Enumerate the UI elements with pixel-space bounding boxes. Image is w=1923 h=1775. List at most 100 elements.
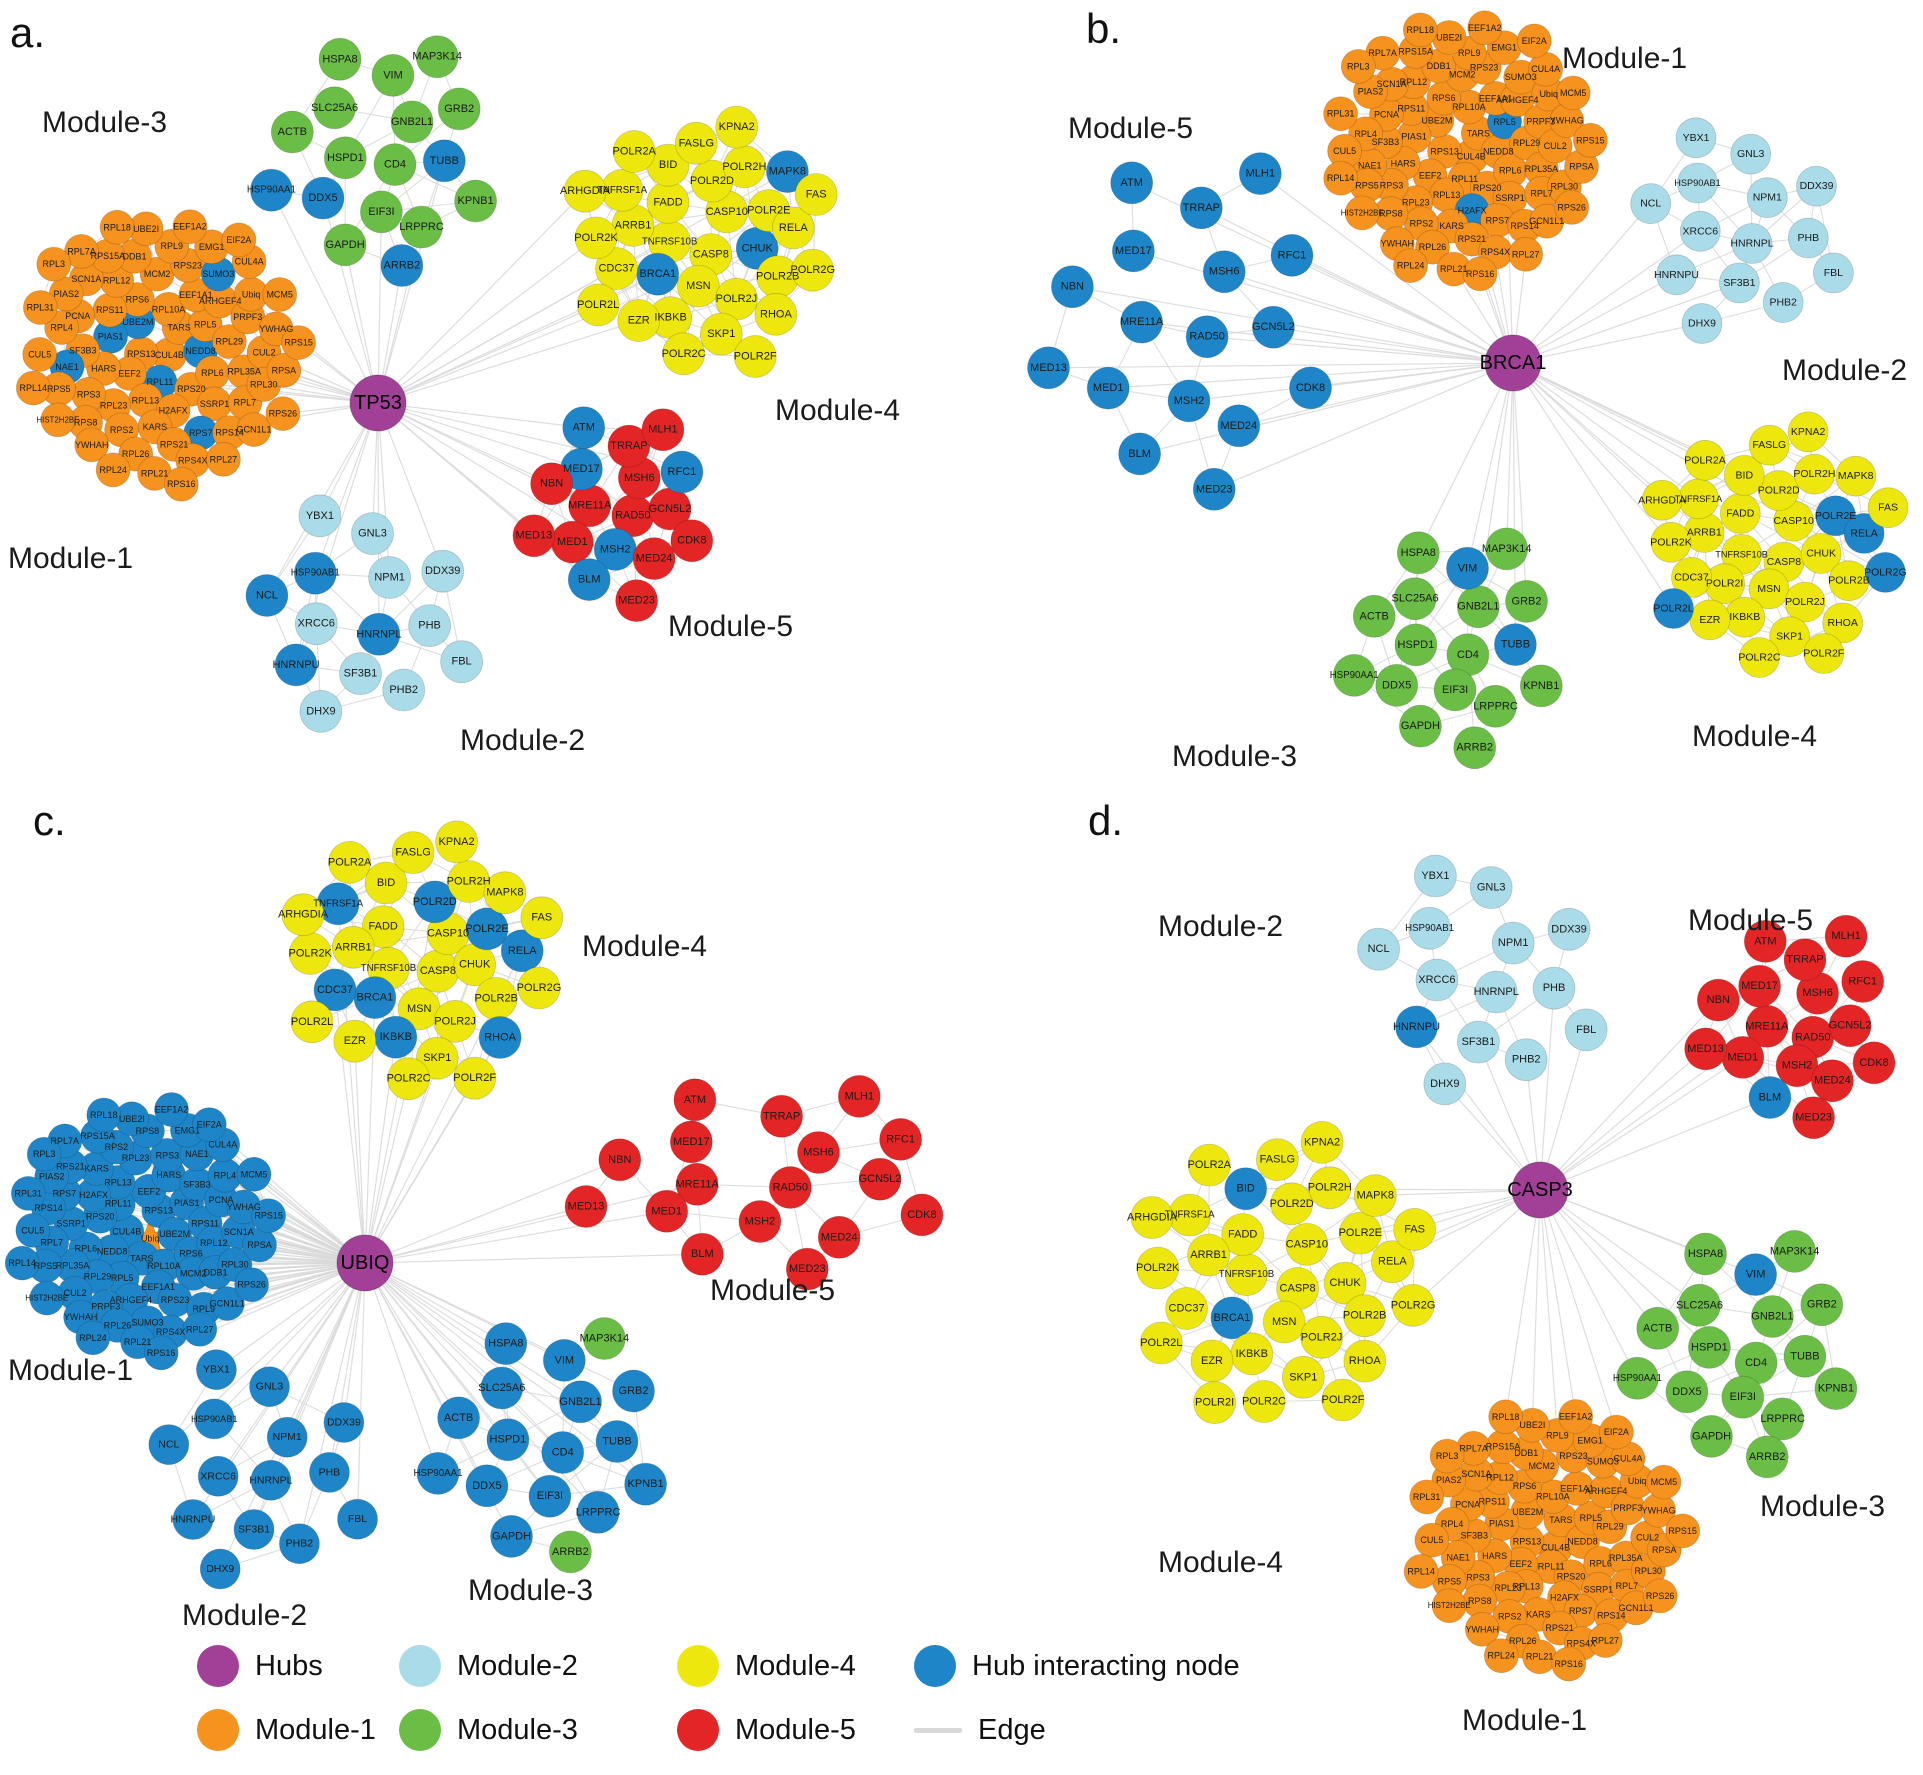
node-POLR2F[interactable] — [1803, 633, 1845, 674]
node-RHOA[interactable] — [1822, 602, 1864, 644]
node-FBL[interactable] — [440, 640, 484, 684]
node-FAS[interactable] — [1867, 487, 1909, 529]
node-POLR2J[interactable] — [433, 1000, 477, 1043]
node-POLR2H[interactable] — [1308, 1166, 1352, 1210]
node-HSPA8[interactable] — [318, 37, 362, 81]
node-MED13[interactable] — [564, 1185, 608, 1228]
node-GNL3[interactable] — [351, 512, 394, 555]
node-MED23[interactable] — [615, 579, 658, 622]
node-ACTB[interactable] — [437, 1396, 481, 1440]
node-POLR2C[interactable] — [1242, 1380, 1286, 1423]
node-SF3B1[interactable] — [1457, 1020, 1500, 1064]
node-SLC25A6[interactable] — [480, 1366, 524, 1410]
node-RELA[interactable] — [500, 929, 544, 973]
node-HIST2H2BE[interactable] — [1344, 195, 1380, 231]
node-HNRNPL[interactable] — [1474, 970, 1518, 1014]
node-RPL24[interactable] — [95, 452, 131, 488]
node-RPL14[interactable] — [4, 1245, 40, 1281]
node-PHB2[interactable] — [382, 668, 426, 712]
node-EZR[interactable] — [617, 299, 661, 342]
node-CDK8[interactable] — [670, 519, 714, 563]
node-RELA[interactable] — [1371, 1240, 1414, 1284]
node-XRCC6[interactable] — [1415, 958, 1459, 1002]
node-MCM5[interactable] — [262, 277, 298, 312]
node-RPS15[interactable] — [251, 1198, 287, 1234]
node-MAPK8[interactable] — [766, 150, 809, 194]
node-ARRB1[interactable] — [331, 925, 375, 969]
node-CDK8[interactable] — [900, 1193, 944, 1237]
node-RPS26[interactable] — [1554, 189, 1590, 225]
node-SF3B1[interactable] — [1719, 262, 1760, 304]
node-MED24[interactable] — [1217, 404, 1261, 448]
node-GAPDH[interactable] — [1690, 1415, 1733, 1458]
node-FBL[interactable] — [1564, 1008, 1608, 1052]
node-FBL[interactable] — [1813, 252, 1854, 294]
node-ACTB[interactable] — [1636, 1306, 1680, 1350]
node-POLR2I[interactable] — [1193, 1381, 1236, 1424]
node-EZR[interactable] — [333, 1019, 377, 1063]
node-TRRAP[interactable] — [1783, 938, 1827, 982]
node-BRCA1[interactable] — [636, 252, 680, 296]
node-RPL31[interactable] — [10, 1176, 46, 1211]
node-LRPPRC[interactable] — [576, 1490, 620, 1534]
node-RPL27[interactable] — [1508, 236, 1544, 272]
node-HIST2H2BE[interactable] — [40, 402, 76, 438]
node-GCN1L1[interactable] — [209, 1286, 245, 1321]
node-HSPD1[interactable] — [1394, 623, 1438, 667]
node-POLR2J[interactable] — [1784, 581, 1826, 623]
node-RFC1[interactable] — [1270, 233, 1314, 277]
node-MCM5[interactable] — [1555, 75, 1591, 111]
node-MAPK8[interactable] — [1835, 455, 1877, 497]
node-CASP10[interactable] — [1285, 1223, 1329, 1266]
node-EIF3I[interactable] — [1721, 1375, 1765, 1419]
node-DHX9[interactable] — [1681, 303, 1723, 344]
node-DHX9[interactable] — [199, 1548, 241, 1590]
node-DDX39[interactable] — [1547, 907, 1591, 951]
node-RPS15[interactable] — [1665, 1513, 1701, 1549]
node-MLH1[interactable] — [1824, 914, 1868, 958]
node-RPSA[interactable] — [266, 352, 302, 388]
node-TUBB[interactable] — [422, 139, 466, 183]
node-DDX5[interactable] — [1375, 664, 1419, 707]
node-POLR2E[interactable] — [1338, 1211, 1382, 1255]
node-MLH1[interactable] — [1238, 152, 1282, 196]
node-RPL31[interactable] — [23, 290, 58, 325]
node-ACTB[interactable] — [1352, 594, 1396, 638]
node-ARHGDIA[interactable] — [563, 169, 607, 213]
node-GNB2L1[interactable] — [559, 1380, 602, 1424]
node-LRPPRC[interactable] — [1474, 684, 1517, 728]
node-HIST2H2BE[interactable] — [29, 1280, 65, 1316]
node-POLR2C[interactable] — [1739, 637, 1780, 678]
node-MED13[interactable] — [512, 514, 556, 558]
node-GRB2[interactable] — [1800, 1283, 1844, 1327]
node-POLR2G[interactable] — [791, 248, 835, 292]
node-GNB2L1[interactable] — [390, 100, 434, 144]
node-RPL18[interactable] — [1402, 12, 1438, 48]
node-RPL27[interactable] — [1587, 1623, 1623, 1658]
node-RPL14[interactable] — [15, 370, 51, 406]
node-LRPPRC[interactable] — [1761, 1397, 1805, 1441]
node-KPNA2[interactable] — [435, 820, 479, 864]
node-GCN5L2[interactable] — [1828, 1004, 1872, 1048]
node-RPL18[interactable] — [86, 1097, 122, 1133]
node-VIM[interactable] — [1446, 546, 1489, 590]
node-HSPD1[interactable] — [1688, 1326, 1731, 1369]
node-RPL10A[interactable] — [151, 291, 186, 327]
node-HSPA8[interactable] — [1684, 1232, 1727, 1276]
node-SLC25A6[interactable] — [313, 86, 357, 130]
node-POLR2A[interactable] — [328, 841, 372, 884]
node-XRCC6[interactable] — [1679, 210, 1721, 252]
node-RPL3[interactable] — [26, 1136, 62, 1172]
node-MED24[interactable] — [1811, 1059, 1854, 1103]
node-HSP90AA1[interactable] — [1332, 654, 1376, 697]
node-NCL[interactable] — [245, 574, 289, 617]
node-RPS16[interactable] — [163, 466, 199, 502]
node-SLC25A6[interactable] — [1393, 577, 1437, 621]
node-RPL31[interactable] — [1409, 1479, 1445, 1515]
node-PHB[interactable] — [408, 604, 452, 647]
node-POLR2K[interactable] — [1650, 521, 1692, 563]
node-DHX9[interactable] — [299, 690, 343, 733]
node-KPNB1[interactable] — [1814, 1367, 1858, 1410]
node-CDK8[interactable] — [1852, 1041, 1896, 1085]
node-POLR2H[interactable] — [1794, 453, 1835, 495]
